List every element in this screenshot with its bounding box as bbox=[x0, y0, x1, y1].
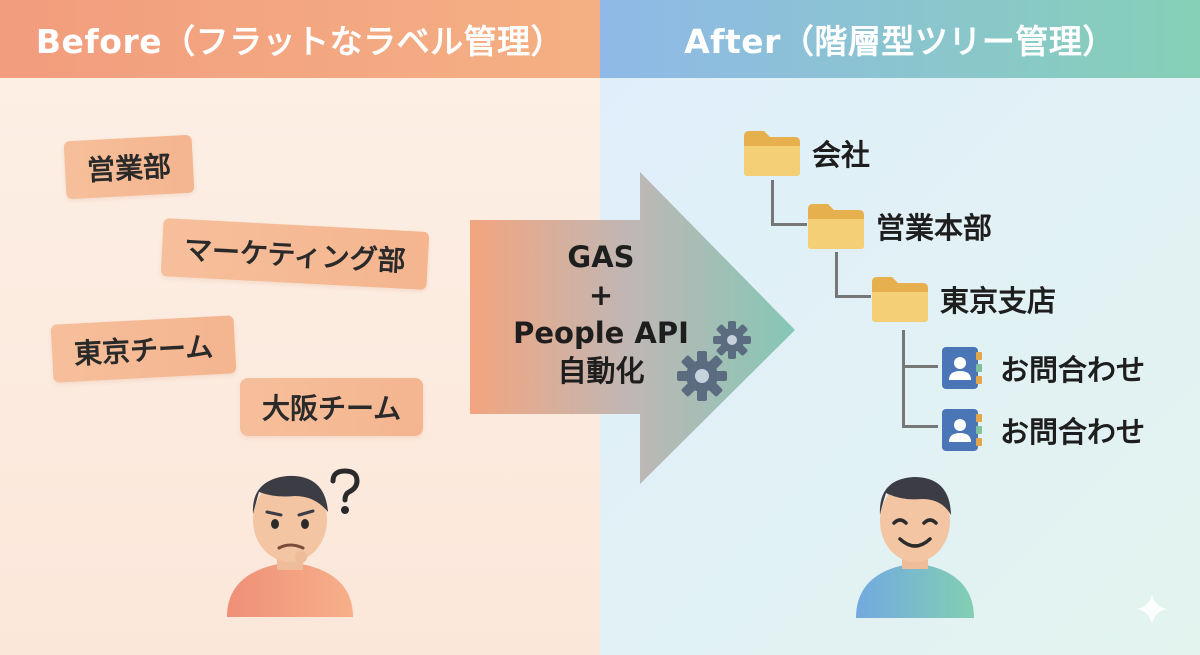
after-header: After（階層型ツリー管理） bbox=[600, 0, 1200, 78]
tag-tokyo-team: 東京チーム bbox=[50, 315, 237, 383]
process-line-api: People API bbox=[513, 316, 689, 350]
folder-icon bbox=[744, 131, 800, 176]
contact-book-icon bbox=[942, 347, 982, 389]
tree-connector-root bbox=[771, 180, 807, 226]
tree-node-tokyo-branch: 東京支店 bbox=[870, 274, 1056, 324]
sparkle-icon bbox=[1136, 593, 1168, 625]
gear-icon-small bbox=[713, 321, 751, 359]
process-line-auto: 自動化 bbox=[557, 354, 645, 388]
confused-person-icon bbox=[227, 475, 353, 617]
tree-label-contact-2: お問合わせ bbox=[1000, 415, 1146, 449]
process-line-gas: GAS bbox=[567, 240, 635, 274]
tree-label-tokyo-branch: 東京支店 bbox=[940, 284, 1057, 318]
folder-icon bbox=[808, 204, 864, 249]
happy-person-icon bbox=[856, 477, 974, 618]
before-header: Before（フラットなラベル管理） bbox=[0, 0, 600, 78]
tree-label-company: 会社 bbox=[812, 138, 871, 172]
contact-book-icon bbox=[942, 409, 982, 451]
tree-label-contact-1: お問合わせ bbox=[1000, 353, 1146, 387]
tree-label-sales-hq: 営業本部 bbox=[876, 211, 993, 245]
process-label: GAS + People API 自動化 bbox=[470, 238, 732, 390]
process-arrow bbox=[470, 172, 795, 484]
tree-node-sales-hq: 営業本部 bbox=[806, 201, 992, 251]
tag-osaka-team: 大阪チーム bbox=[240, 378, 424, 436]
question-mark-icon bbox=[330, 468, 360, 514]
tag-sales: 営業部 bbox=[63, 134, 195, 200]
tree-connector-contact-2 bbox=[902, 368, 938, 428]
tree-connector-level1 bbox=[835, 252, 871, 298]
tree-node-contact: お問合わせ bbox=[938, 406, 1145, 454]
tree-node-contact: お問合わせ bbox=[938, 344, 1145, 392]
process-line-plus: + bbox=[588, 278, 614, 312]
tree-connector-contact-1 bbox=[902, 330, 938, 368]
folder-icon bbox=[872, 277, 928, 322]
tree-node-company: 会社 bbox=[742, 128, 870, 178]
gear-icon bbox=[677, 351, 727, 401]
